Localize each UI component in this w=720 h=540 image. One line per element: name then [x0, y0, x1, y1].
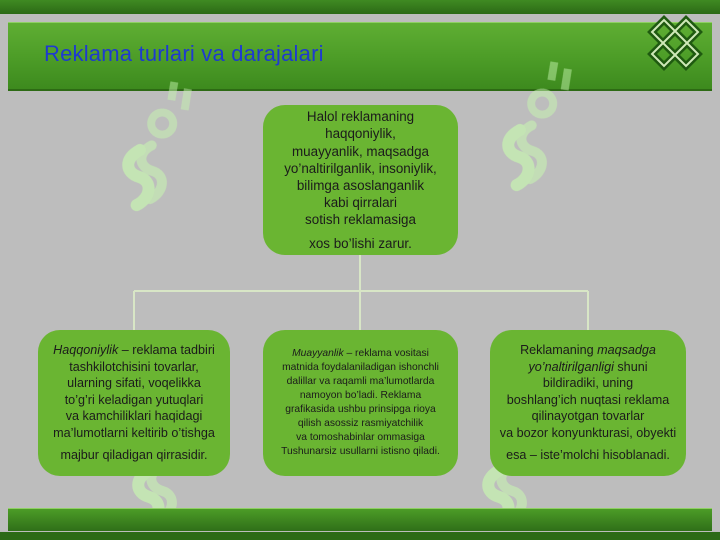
bottom-strip	[0, 532, 720, 540]
top-node-line: Halol reklamaning	[306, 109, 415, 125]
middle-node-line: Tushunarsiz usullarni istisno qiladi.	[281, 446, 440, 457]
footer-band	[8, 508, 712, 531]
right-node: Reklamaning maqsadga yo’naltirilganligi …	[490, 330, 686, 476]
right-node-term-2: yo’naltirilganligi	[528, 359, 614, 374]
left-node-term: Haqqoniylik	[53, 342, 119, 357]
top-node-line: sotish reklamasiga	[305, 212, 416, 228]
left-node-line: majbur qiladigan qirrasidir.	[60, 448, 208, 463]
middle-node-line: matnida foydalaniladigan ishonchli	[282, 362, 439, 373]
green-knot-logo-icon	[647, 15, 703, 71]
left-node-line: ma’lumotlarni keltirib o’tishga	[53, 425, 215, 440]
top-node-line: bilimga asoslanganlik	[296, 178, 425, 193]
slide-title: Reklama turlari va darajalari	[44, 41, 324, 66]
right-node-line: qilinayotgan tovarlar	[531, 409, 645, 424]
left-node-line: ularning sifati, voqelikka	[67, 376, 201, 391]
middle-node-line: va tomoshabinlar ommasiga	[296, 432, 425, 443]
middle-node-line: qilish asossiz rasmiyatchilik	[297, 418, 424, 429]
right-node-second-rest: shuni	[613, 359, 648, 374]
middle-node-line: grafikasida ushbu prinsipga rioya	[285, 404, 436, 415]
middle-node: Muayyanlik – reklama vositasi matnida fo…	[263, 330, 458, 476]
middle-node-first-rest: – reklama vositasi	[343, 348, 429, 359]
middle-node-line: dalillar va raqamli ma’lumotlarda	[286, 376, 435, 387]
right-node-term-1: maqsadga	[597, 342, 656, 357]
top-node: Halol reklamaning haqqoniylik, muayyanli…	[263, 105, 458, 255]
top-node-line: muayyanlik, maqsadga	[292, 143, 429, 159]
left-node-line: tashkilotchisini tovarlar,	[69, 359, 199, 374]
middle-node-first-line: Muayyanlik – reklama vositasi	[266, 347, 455, 361]
middle-node-line: namoyon bo’ladi. Reklama	[299, 390, 422, 401]
right-node-line: bildiradiki, uning	[542, 376, 634, 391]
right-node-first-pre: Reklamaning	[520, 342, 598, 357]
right-node-first-line: Reklamaning maqsadga	[494, 342, 682, 359]
right-node-line: esa – iste’molchi hisoblanadi.	[506, 448, 670, 463]
right-node-line: boshlang’ich nuqtasi reklama	[506, 392, 670, 407]
left-node: Haqqoniylik – reklama tadbiri tashkilotc…	[38, 330, 230, 476]
left-node-line: va kamchiliklari haqidagi	[65, 409, 203, 424]
top-node-line: yo’naltirilganlik, insoniylik,	[284, 160, 437, 176]
middle-node-term: Muayyanlik	[292, 348, 344, 359]
top-node-line: haqqoniylik,	[325, 126, 396, 142]
right-node-line: va bozor konyunkturasi, obyekti	[499, 425, 677, 440]
top-node-line: xos bo’lishi zarur.	[309, 235, 412, 251]
right-node-second-line: yo’naltirilganligi shuni	[494, 359, 682, 376]
left-node-first-rest: – reklama tadbiri	[118, 342, 215, 357]
left-node-first-line: Haqqoniylik – reklama tadbiri	[42, 342, 226, 359]
top-node-line: kabi qirralari	[324, 195, 397, 211]
top-strip	[0, 0, 720, 14]
left-node-line: to’g’ri keladigan yutuqlari	[64, 392, 204, 407]
